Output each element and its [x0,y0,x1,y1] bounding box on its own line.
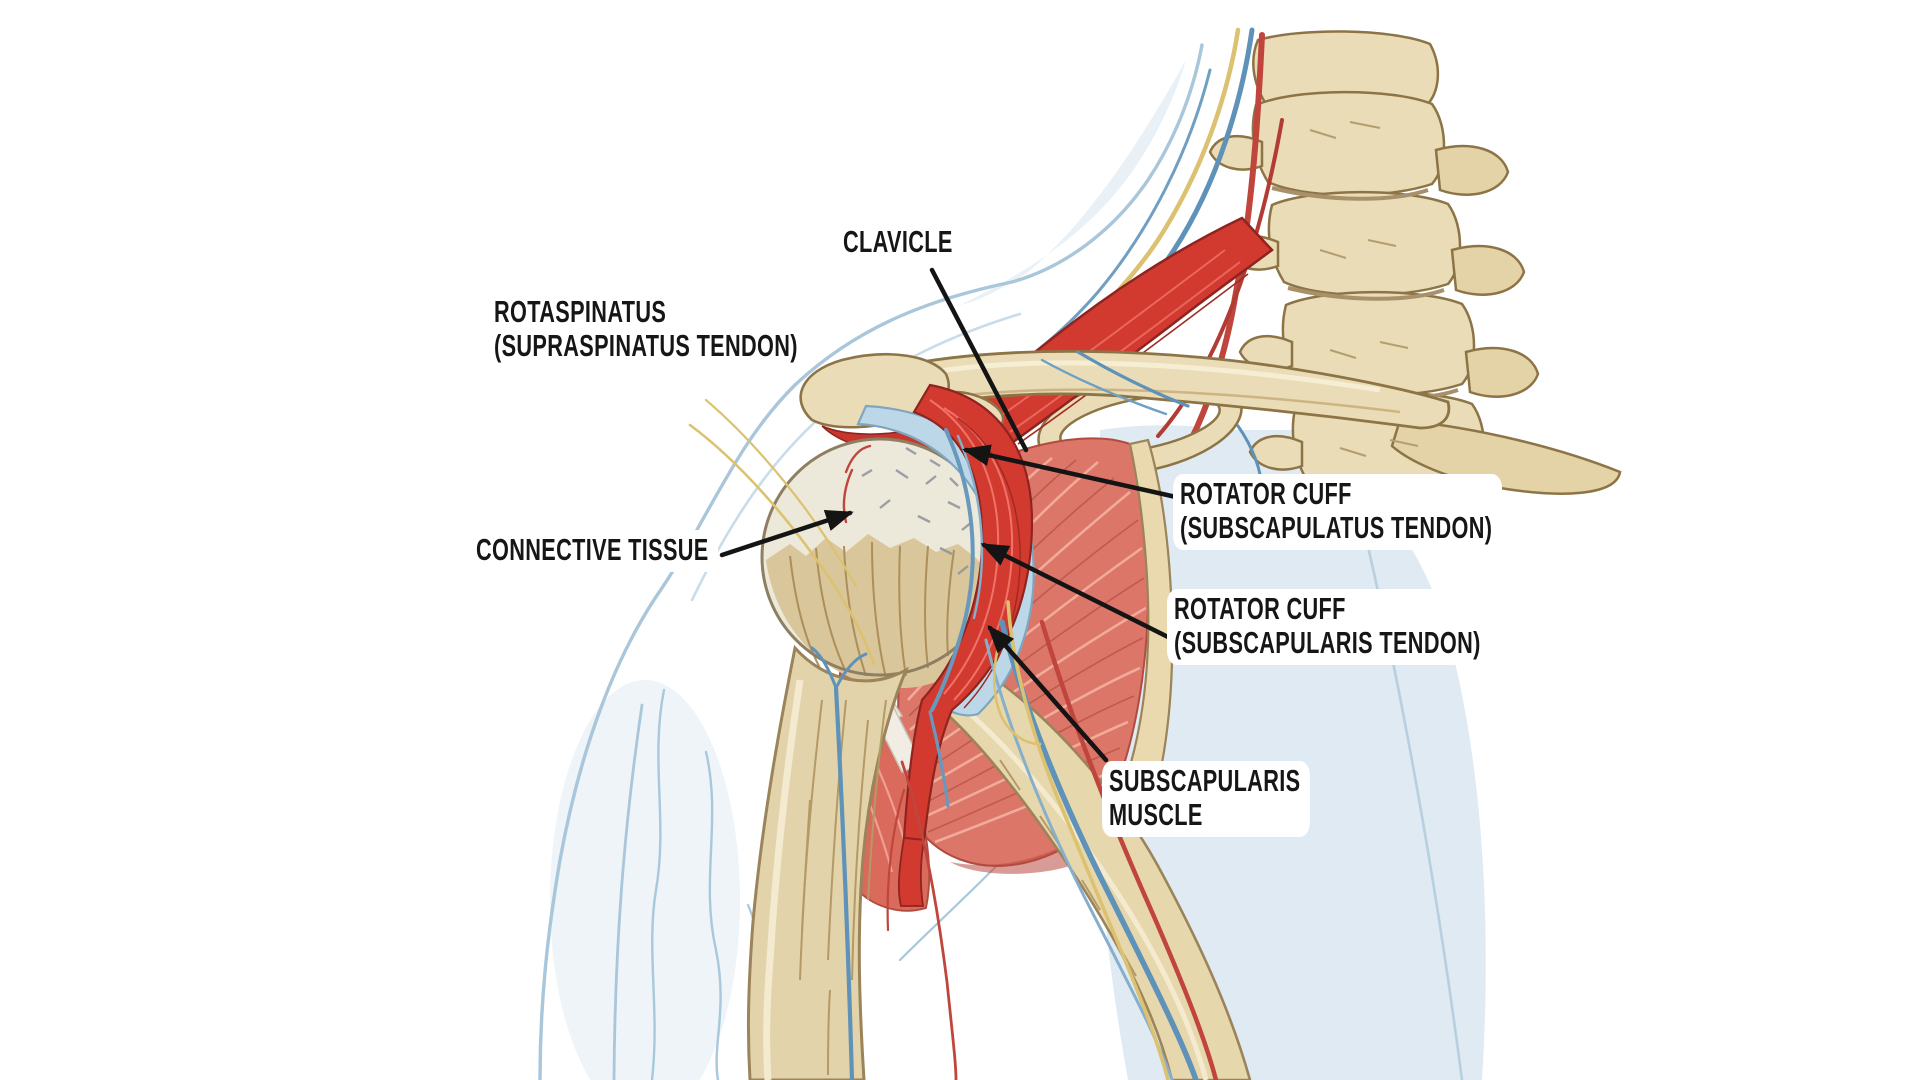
label-connective-tissue: CONNECTIVE TISSUE [469,530,719,572]
label-rotator-cuff-subscapulatus-line2: (SUBSCAPULATUS TENDON) [1180,510,1493,545]
label-rotaspinatus: ROTASPINATUS (SUPRASPINATUS TENDON) [487,292,808,368]
label-clavicle-line1: CLAVICLE [843,224,953,259]
pointer-lines [719,267,1179,763]
label-subscapularis-muscle-line1: SUBSCAPULARIS [1109,763,1301,798]
label-rotaspinatus-line2: (SUPRASPINATUS TENDON) [494,328,798,363]
humerus-shaft [746,644,910,1080]
body-silhouette-fill [550,60,1486,1080]
pointer-clavicle [929,267,1029,453]
pointer-rotator-cuff-subscapularis [980,542,1173,641]
label-rotaspinatus-line1: ROTASPINATUS [494,294,667,329]
artery-red-thin [1156,118,1284,438]
label-rotator-cuff-subscapulatus-line1: ROTATOR CUFF [1180,476,1352,511]
pointer-connective-tissue [719,510,854,558]
label-clavicle: CLAVICLE [836,222,963,264]
label-subscapularis-muscle: SUBSCAPULARIS MUSCLE [1102,761,1311,837]
label-subscapularis-muscle-line2: MUSCLE [1109,797,1203,832]
label-connective-tissue-line1: CONNECTIVE TISSUE [476,532,709,567]
axillary-vessels [810,600,1219,1080]
label-rotator-cuff-subscapulatus: ROTATOR CUFF (SUBSCAPULATUS TENDON) [1173,474,1503,550]
pointer-subscapularis-muscle [987,624,1109,763]
label-rotator-cuff-subscapularis-line1: ROTATOR CUFF [1174,591,1346,626]
pointer-rotator-cuff-subscapulatus [962,444,1179,500]
label-rotator-cuff-subscapularis: ROTATOR CUFF (SUBSCAPULARIS TENDON) [1167,589,1491,665]
scapula-lateral-border [936,677,1252,1080]
label-rotator-cuff-subscapularis-line2: (SUBSCAPULARIS TENDON) [1174,625,1481,660]
